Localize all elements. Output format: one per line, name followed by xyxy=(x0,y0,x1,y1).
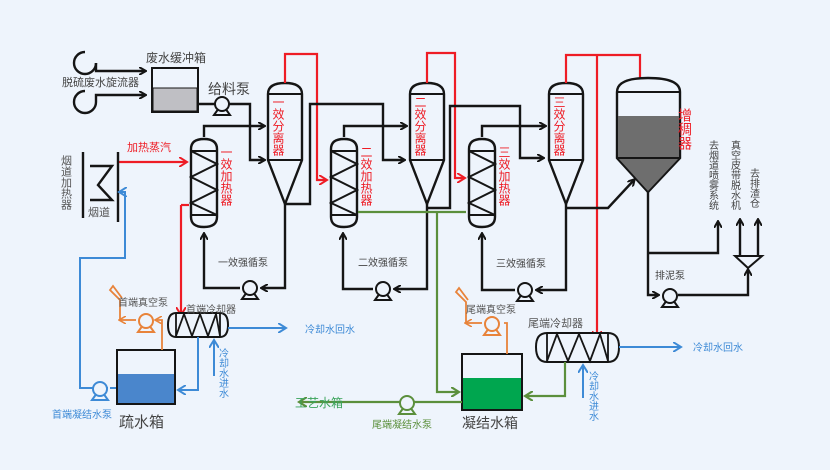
heater-3-outlet xyxy=(480,126,545,137)
circ-pump-2-icon[interactable] xyxy=(375,282,391,300)
tail-condensate-pump-label: 尾端凝结水泵 xyxy=(372,418,432,431)
circ-1-suction xyxy=(262,204,287,288)
cyclone-label: 脱硫废水旋流器 xyxy=(62,75,139,89)
circ-2-discharge xyxy=(343,234,373,291)
head-vacuum-pump-label: 首端真空泵 xyxy=(118,296,168,309)
circ-pump-1-label: 一效强循泵 xyxy=(218,256,268,269)
vapor-1-line xyxy=(283,52,326,180)
heater-1-outlet xyxy=(202,126,264,137)
heater-1 xyxy=(191,139,217,227)
tail-vent-flag xyxy=(454,286,469,323)
heating-steam-label: 加热蒸汽 xyxy=(127,140,171,154)
buffer-tank xyxy=(151,67,199,113)
cooling-in-1-label: 冷却水进水 xyxy=(217,347,229,398)
head-cooler-drain xyxy=(179,337,199,390)
separator-3-label: 三效分离器 xyxy=(552,96,566,157)
sludge-pump-icon[interactable] xyxy=(662,289,678,307)
heater-3 xyxy=(469,139,495,227)
cooling-in-2-label: 冷却水进水 xyxy=(587,370,599,421)
heater-2 xyxy=(331,139,357,227)
transfer-3-thickener xyxy=(566,180,634,210)
condensate-tank xyxy=(461,353,523,411)
drain-tank xyxy=(116,349,176,405)
circ-2-suction xyxy=(395,204,429,289)
vapor-3-line xyxy=(564,53,642,83)
head-vent-flag xyxy=(108,284,123,320)
cooling-return-1-label: 冷却水回水 xyxy=(305,323,355,336)
feed-pump-icon[interactable] xyxy=(214,97,230,115)
thickener xyxy=(615,76,682,194)
head-condensate-pump-icon[interactable] xyxy=(92,382,108,400)
transfer-2-3 xyxy=(427,104,543,210)
cyclone-2 xyxy=(72,89,145,115)
head-vacuum-pump-icon[interactable] xyxy=(138,314,154,332)
circ-3-discharge xyxy=(482,234,515,292)
buffer-tank-label: 废水缓冲箱 xyxy=(146,50,206,65)
separator-1-label: 一效分离器 xyxy=(271,96,285,157)
circ-pump-2-label: 二效强循泵 xyxy=(358,256,408,269)
transfer-1-2 xyxy=(285,102,404,206)
cyclone-1 xyxy=(72,50,145,76)
tail-cooler-label: 尾端冷却器 xyxy=(528,317,583,330)
head-cooler-label: 首端冷却器 xyxy=(186,303,236,316)
sludge-line xyxy=(678,270,748,297)
circ-pump-3-icon[interactable] xyxy=(517,283,533,301)
heater-1-label: 一效加热器 xyxy=(219,146,233,207)
process-water-tank-label: 工艺水箱 xyxy=(295,395,343,410)
heater-3-label: 三效加热器 xyxy=(497,146,511,207)
tail-vacuum-line xyxy=(504,322,508,354)
to-flue-spray-line xyxy=(648,222,718,255)
flue-label: 烟道 xyxy=(88,205,110,219)
vacuum-belt-label: 真空皮带脱水机 xyxy=(729,139,741,211)
circ-1-discharge xyxy=(204,234,240,290)
head-vacuum-line xyxy=(156,320,163,350)
drain-tank-label: 疏水箱 xyxy=(119,413,164,431)
heater-2-label: 二效加热器 xyxy=(359,146,373,207)
circ-3-suction xyxy=(537,204,568,290)
vapor-2-line xyxy=(425,51,464,178)
thickener-label: 增稠器 xyxy=(676,108,692,150)
sludge-pump-label: 排泥泵 xyxy=(655,269,685,282)
to-slag-bin-label: 去排渣仓 xyxy=(748,168,760,208)
splitter-hopper xyxy=(732,255,765,270)
tail-cooler xyxy=(534,331,621,364)
circ-pump-3-label: 三效强循泵 xyxy=(496,257,546,270)
tail-cooler-drain xyxy=(526,362,567,396)
thickener-underflow xyxy=(646,192,658,295)
head-cooler xyxy=(166,310,230,339)
tail-vacuum-pump-icon[interactable] xyxy=(484,317,500,335)
circ-pump-1-icon[interactable] xyxy=(242,281,258,299)
condensate-tank-label: 凝结水箱 xyxy=(462,416,518,432)
head-condensate-pump-label: 首端凝结水泵 xyxy=(52,408,112,421)
tail-vacuum-pump-label: 尾端真空泵 xyxy=(466,303,516,316)
flue-heater-label: 烟道加热器 xyxy=(60,154,73,211)
heater-2-outlet xyxy=(342,126,406,137)
separator-2-label: 二效分离器 xyxy=(413,96,427,157)
tail-condensate-pump-icon[interactable] xyxy=(399,396,415,414)
cooling-return-2-label: 冷却水回水 xyxy=(693,341,743,354)
feed-pump-label: 给料泵 xyxy=(208,82,250,98)
condensate-to-tank xyxy=(435,212,458,392)
to-flue-spray-label: 去烟道喷雾系统 xyxy=(707,140,719,210)
